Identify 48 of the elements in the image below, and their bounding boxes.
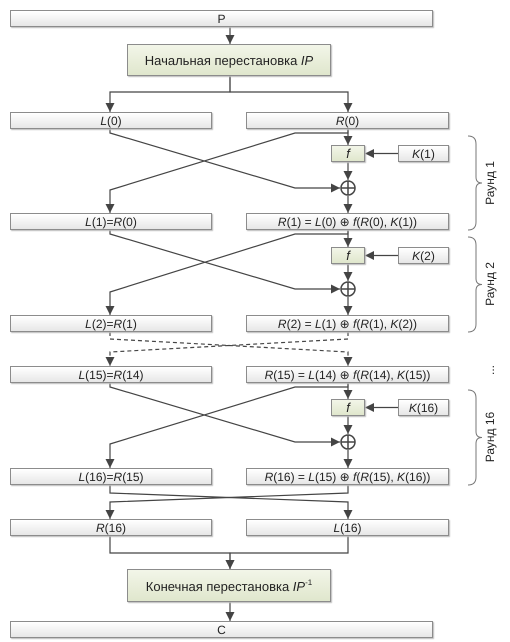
process-box: R(15) = L(14) ⊕ f(R(14), K(15)) [246,366,449,383]
round-label: Раунд 2 [482,262,497,306]
arrow [109,230,340,294]
arrow [344,297,352,315]
key-box: K(2) [398,247,449,264]
xor-symbol [340,281,356,297]
process-box: L(16) [246,519,449,536]
function-box: f [331,399,365,416]
arrow [109,383,340,446]
arrow [229,76,352,112]
arrow [344,416,352,434]
process-box: C [10,621,433,638]
arrow [365,403,398,412]
function-box: f [331,247,365,264]
xor-symbol [340,180,356,196]
arrow [226,602,234,621]
arrow [344,264,352,281]
key-box: K(16) [398,399,449,416]
process-box: R(16) = L(15) ⊕ f(R(15), K(16)) [246,468,449,485]
process-box: L(0) [10,112,212,129]
round-label: Раунд 16 [483,412,498,462]
arrow [365,251,398,260]
round-label: Раунд 1 [482,161,497,205]
process-box: R(0) [246,112,449,129]
permutation-box: Конечная перестановка IP$^{-1}$ [127,569,331,602]
arrow [106,230,349,315]
xor-symbol [340,434,356,450]
arrow [344,196,352,213]
arrow [365,149,398,158]
key-box: K(1) [398,145,449,162]
process-box: R(1) = L(0) ⊕ f(R(0), K(1)) [246,213,449,230]
function-box: f [331,145,365,162]
process-box: L(2)=R(1) [10,315,212,332]
arrow [106,383,349,468]
arrow [344,450,352,468]
permutation-box: Начальная перестановка IP [127,44,331,76]
arrow [344,162,352,180]
process-box: R(2) = L(1) ⊕ f(R(1), K(2)) [246,315,449,332]
arrow [226,536,349,569]
process-box: P [10,10,433,27]
arrow [226,27,234,44]
process-box: L(15)=R(14) [10,366,212,383]
process-box: L(1)=R(0) [10,213,212,230]
process-box: L(16)=R(15) [10,468,212,485]
arrow [109,129,340,192]
arrow [106,129,349,213]
process-box: R(16) [10,519,212,536]
ellipsis: ... [483,365,497,375]
